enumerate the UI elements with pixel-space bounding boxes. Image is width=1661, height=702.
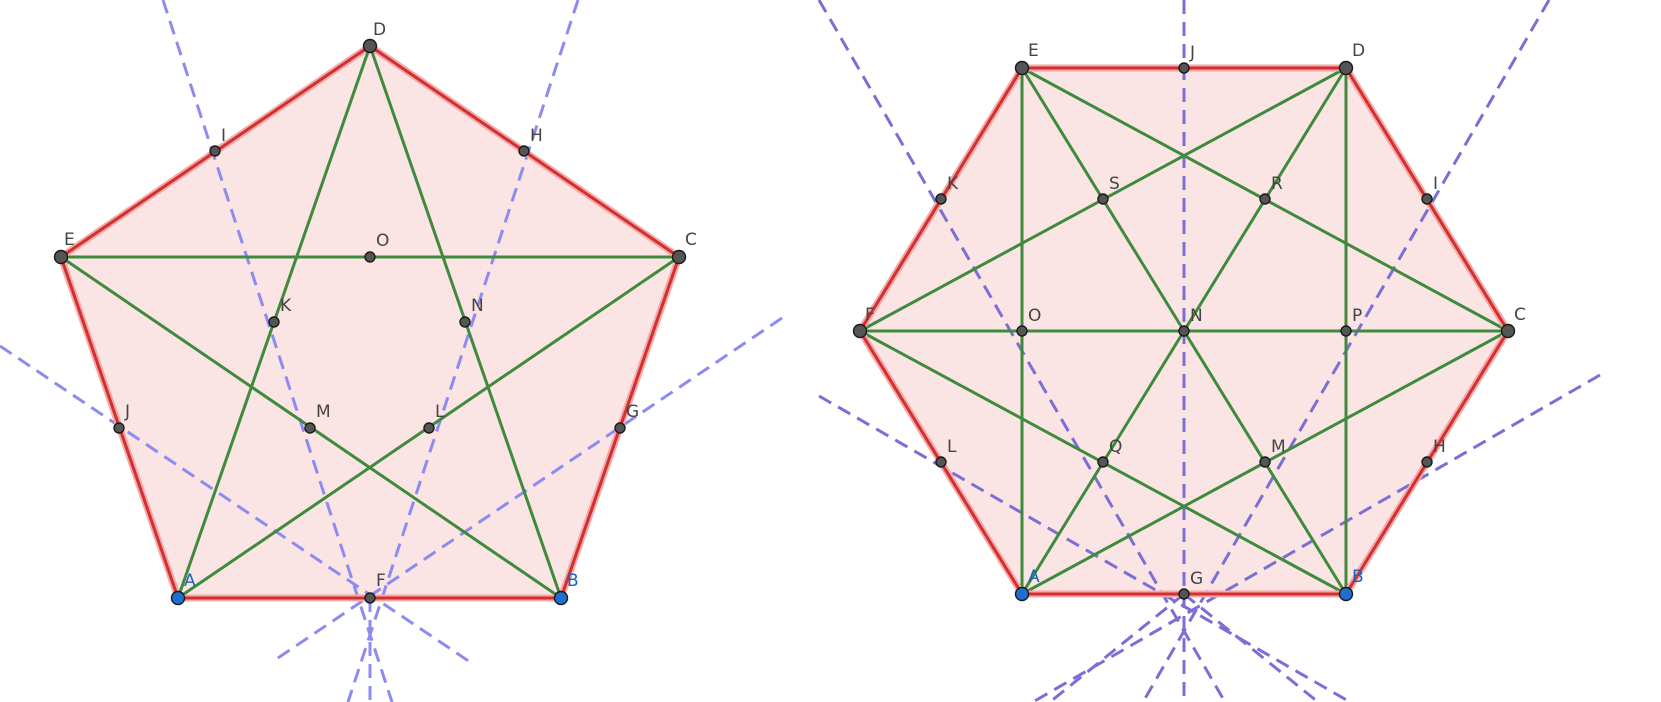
hexagon-label-R: R (1271, 174, 1283, 194)
hexagon-point-N[interactable] (1178, 325, 1190, 337)
pentagon-symmetry-axis-2 (0, 344, 471, 664)
pentagon-point-E[interactable] (53, 249, 69, 265)
hexagon-label-K: K (947, 174, 959, 194)
hexagon-point-Q[interactable] (1097, 456, 1109, 468)
hexagon-label-J: J (1189, 43, 1195, 63)
pentagon-point-J[interactable] (113, 422, 125, 434)
hexagon-point-J[interactable] (1178, 62, 1190, 74)
hexagon-label-N: N (1190, 306, 1203, 326)
hexagon-point-D[interactable] (1338, 60, 1354, 76)
pentagon-label-N: N (471, 296, 484, 316)
hexagon-point-B[interactable] (1338, 586, 1354, 602)
pentagon-label-F: F (376, 571, 386, 591)
pentagon-label-O: O (376, 231, 389, 251)
hexagon-label-C: C (1514, 305, 1526, 325)
hexagon-label-G: G (1190, 569, 1203, 589)
pentagon-point-C[interactable] (671, 249, 687, 265)
hexagon-point-L[interactable] (935, 456, 947, 468)
hexagon-symmetry-axis-5 (1049, 592, 1185, 702)
pentagon-point-D[interactable] (362, 38, 378, 54)
pentagon-point-F[interactable] (364, 592, 376, 604)
hexagon-point-S[interactable] (1097, 193, 1109, 205)
hexagon-point-P[interactable] (1340, 325, 1352, 337)
hexagon-label-L: L (947, 437, 957, 457)
hexagon-label-F: F (865, 305, 875, 325)
pentagon-label-J: J (124, 402, 130, 422)
pentagon-point-H[interactable] (518, 145, 530, 157)
hexagon-label-Q: Q (1109, 437, 1122, 457)
pentagon-symmetry-axis-3 (271, 316, 783, 664)
pentagon-point-B[interactable] (553, 590, 569, 606)
hexagon-point-C[interactable] (1500, 323, 1516, 339)
pentagon-label-I: I (221, 126, 226, 146)
hexagon-label-O: O (1028, 306, 1041, 326)
pentagon-point-O[interactable] (364, 251, 376, 263)
pentagon-label-G: G (626, 402, 639, 422)
hexagon-label-B: B (1352, 567, 1364, 587)
hexagon-figure: A B C D E F G H I J K L M N O P Q R S (817, 0, 1601, 702)
pentagon-label-E: E (64, 230, 75, 250)
pentagon-point-L[interactable] (423, 422, 435, 434)
pentagon-label-C: C (685, 230, 697, 250)
pentagon-point-N[interactable] (459, 316, 471, 328)
hexagon-label-S: S (1109, 174, 1120, 194)
hexagon-label-I: I (1433, 174, 1438, 194)
hexagon-point-A[interactable] (1014, 586, 1030, 602)
pentagon-figure: A B C D E F G H I J K L M N O (0, 0, 783, 702)
hexagon-point-G[interactable] (1178, 588, 1190, 600)
pentagon-label-A: A (184, 571, 196, 591)
hexagon-point-R[interactable] (1259, 193, 1271, 205)
hexagon-point-E[interactable] (1014, 60, 1030, 76)
hexagon-label-E: E (1028, 41, 1039, 61)
pentagon-label-K: K (280, 296, 292, 316)
hexagon-point-F[interactable] (852, 323, 868, 339)
hexagon-label-A: A (1028, 567, 1040, 587)
hexagon-label-H: H (1433, 437, 1446, 457)
pentagon-label-M: M (316, 402, 331, 422)
pentagon-point-K[interactable] (268, 316, 280, 328)
hexagon-point-H[interactable] (1421, 456, 1433, 468)
hexagon-label-M: M (1271, 437, 1286, 457)
pentagon-point-I[interactable] (209, 145, 221, 157)
hexagon-point-I[interactable] (1421, 193, 1433, 205)
pentagon-symmetry-axis-0 (161, 0, 394, 702)
hexagon-label-P: P (1352, 306, 1362, 326)
hexagon-symmetry-axis-4 (1029, 373, 1601, 702)
pentagon-fill (61, 46, 679, 598)
pentagon-symmetry-axis-1 (346, 0, 580, 702)
pentagon-label-B: B (567, 571, 579, 591)
pentagon-point-A[interactable] (170, 590, 186, 606)
hexagon-symmetry-axis-6 (1183, 592, 1319, 702)
pentagon-point-G[interactable] (614, 422, 626, 434)
pentagon-label-L: L (435, 402, 445, 422)
pentagon-point-M[interactable] (304, 422, 316, 434)
pentagon-label-D: D (373, 20, 386, 40)
hexagon-label-D: D (1352, 41, 1365, 61)
hexagon-point-O[interactable] (1016, 325, 1028, 337)
hexagon-point-M[interactable] (1259, 456, 1271, 468)
hexagon-point-K[interactable] (935, 193, 947, 205)
pentagon-label-H: H (530, 126, 543, 146)
